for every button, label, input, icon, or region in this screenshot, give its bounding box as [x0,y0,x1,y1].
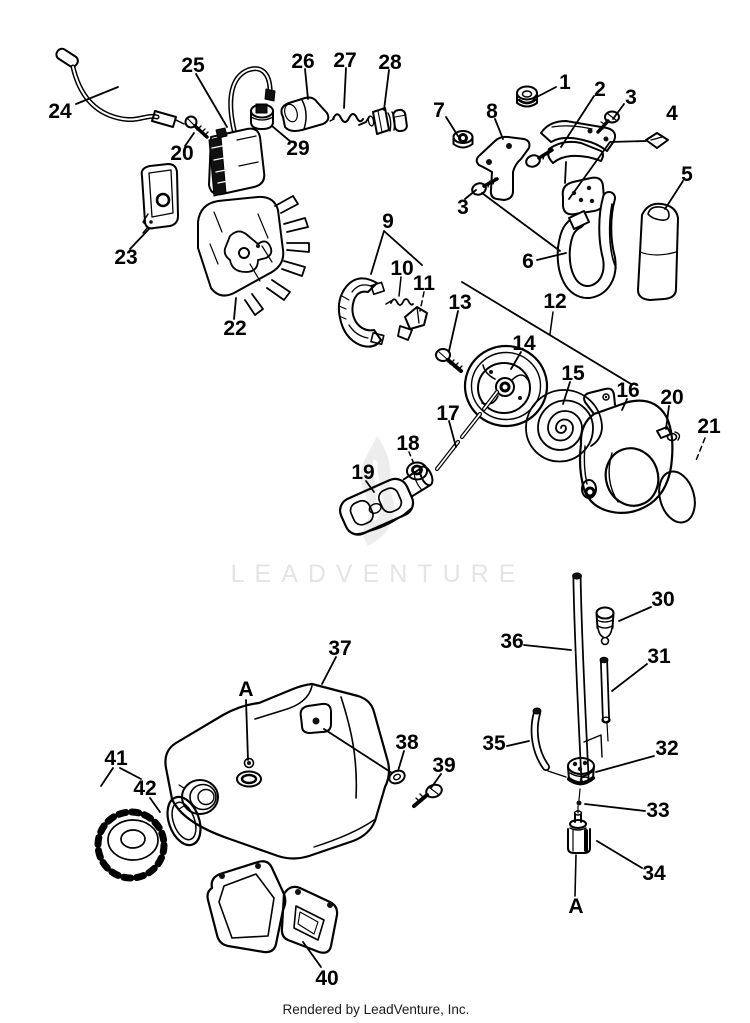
callout-26[interactable]: 26 [291,50,314,73]
callout-4[interactable]: 4 [666,102,678,125]
part-41-fuel-cap-drawing [94,808,168,882]
part-32-grommet-drawing [567,757,595,786]
callout-10[interactable]: 10 [390,257,413,280]
callout-33[interactable]: 33 [646,799,669,822]
callout-35[interactable]: 35 [482,732,506,755]
part-10-spring-drawing [385,298,414,306]
part-31-tube-drawing [599,656,611,742]
callout-29[interactable]: 29 [286,137,309,160]
callout-6[interactable]: 6 [522,250,534,273]
callout-22[interactable]: 22 [223,317,246,340]
part-30-valve-drawing [595,606,615,646]
watermark-text: LEADVENTURE [231,560,526,588]
part-20-bolt-drawing [656,426,681,442]
callout-9[interactable]: 9 [382,210,394,233]
part-17-rod-drawing [434,389,500,472]
callout-27[interactable]: 27 [333,49,356,72]
part-3-screw-drawing [471,110,620,196]
callout-39[interactable]: 39 [432,754,455,777]
part-8-bracket-plate-drawing [475,135,531,201]
callout-36[interactable]: 36 [500,630,523,653]
callout-3b[interactable]: 3 [457,196,469,219]
callout-38[interactable]: 38 [395,731,419,754]
part-42-oring-drawing [166,795,202,847]
callout-23[interactable]: 23 [114,246,137,269]
callout-32[interactable]: 32 [655,737,678,760]
callout-5[interactable]: 5 [681,163,693,186]
callout-12[interactable]: 12 [543,290,566,313]
part-27-spring-drawing [329,113,364,123]
callout-34[interactable]: 34 [642,862,666,885]
leadventure-flame-icon [360,436,395,546]
part-38-washer-drawing [388,769,406,785]
callout-14[interactable]: 14 [512,332,536,355]
part-39-screw-drawing [412,783,443,808]
leader-lines [75,67,706,968]
callout-a-filter[interactable]: A [568,895,583,918]
callout-31[interactable]: 31 [647,645,671,668]
callout-21[interactable]: 21 [697,415,721,438]
callout-1[interactable]: 1 [559,71,571,94]
part-40-gasket-drawing [206,860,339,954]
handle-switch-block-drawing [561,161,606,216]
part-1-bushing-drawing [516,85,538,108]
part-15-recoil-spring-drawing [525,389,603,463]
part-5-tube-cover-drawing [637,202,679,301]
callout-15[interactable]: 15 [561,362,585,385]
part-19-starter-grip-drawing [339,465,434,536]
callout-16[interactable]: 16 [616,379,639,402]
part-26-plug-boot-drawing [280,96,330,132]
callout-28[interactable]: 28 [378,51,402,74]
part-18-grommet-drawing [406,461,428,481]
callout-2[interactable]: 2 [594,78,606,101]
part-33-clip-drawing [576,788,582,814]
part-2-clamp-bracket-drawing [540,120,617,164]
part-13-screw-drawing [435,348,463,373]
callout-17[interactable]: 17 [436,402,459,425]
part-22-flywheel-drawing [197,195,310,316]
callout-20a[interactable]: 20 [170,142,193,165]
callout-13[interactable]: 13 [448,291,471,314]
part-7-nut-drawing [452,130,474,149]
part-6-handle-loop-drawing [556,191,617,299]
part-25-ignition-coil-drawing [208,66,276,197]
callout-18[interactable]: 18 [396,432,420,455]
part-20-screw-drawing [184,115,209,139]
callout-20b[interactable]: 20 [660,386,683,409]
part-16-starter-housing-drawing [578,387,674,514]
callout-40[interactable]: 40 [315,967,338,990]
callout-42[interactable]: 42 [133,777,156,800]
arrow-a-tank-line [245,699,249,761]
callout-7[interactable]: 7 [433,99,445,122]
part-14-rope-pulley-drawing [463,344,549,428]
part-28-spark-plug-drawing [358,107,408,135]
callout-8[interactable]: 8 [486,100,498,123]
part-34-fuel-filter-drawing [567,810,591,897]
callout-37[interactable]: 37 [328,637,351,660]
callout-24[interactable]: 24 [48,100,72,123]
callout-a-tank[interactable]: A [238,678,253,701]
callout-41[interactable]: 41 [104,747,128,770]
part-24-lead-wire-drawing [55,47,185,128]
part-36-pipe-drawing [572,572,591,784]
part-29-terminal-cap-drawing [250,103,274,130]
part-9-pawl-plate-drawing [337,277,386,348]
part-11-pawl-drawing [397,306,428,341]
callout-19[interactable]: 19 [351,461,374,484]
part-23-stop-switch-drawing [140,163,179,234]
part-4-clip-drawing [568,132,669,200]
callout-30[interactable]: 30 [651,588,674,611]
callout-11[interactable]: 11 [413,272,436,295]
part-21-ring-drawing [658,470,696,524]
callout-25[interactable]: 25 [181,54,205,77]
callout-3a[interactable]: 3 [625,86,637,109]
part-35-tube-drawing [530,707,603,778]
rendered-by-credit: Rendered by LeadVenture, Inc. [283,1002,470,1017]
